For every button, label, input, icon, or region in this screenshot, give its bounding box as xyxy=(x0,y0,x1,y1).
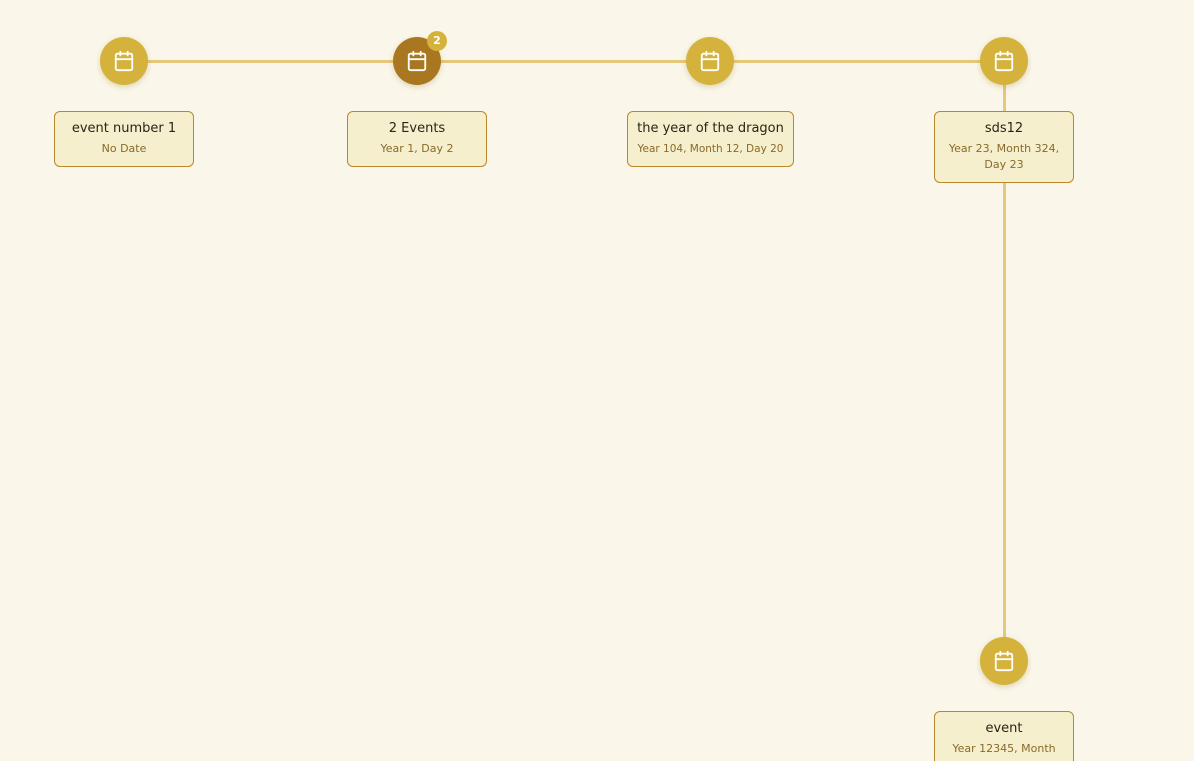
event-date: No Date xyxy=(101,142,147,155)
event-title: 2 Events xyxy=(388,121,446,136)
event-node[interactable] xyxy=(686,37,734,85)
event-date: Year 12345, Month xyxy=(952,742,1056,755)
event-node[interactable] xyxy=(100,37,148,85)
timeline-connector xyxy=(417,59,710,63)
event-node[interactable] xyxy=(980,637,1028,685)
event-count-badge: 2 xyxy=(427,31,447,51)
event-node[interactable] xyxy=(980,37,1028,85)
event-group-node[interactable]: 2 xyxy=(393,31,447,85)
event-card[interactable]: event number 1 No Date xyxy=(54,111,194,167)
calendar-icon xyxy=(994,50,1014,72)
event-title: sds12 xyxy=(984,121,1024,136)
event-card[interactable]: sds12 Year 23, Month 324, Day 23 xyxy=(934,111,1074,183)
calendar-icon xyxy=(700,50,720,72)
event-card[interactable]: 2 Events Year 1, Day 2 xyxy=(347,111,487,167)
event-date: Year 1, Day 2 xyxy=(380,142,454,155)
calendar-icon xyxy=(114,50,134,72)
calendar-icon xyxy=(407,50,427,72)
event-card[interactable]: event Year 12345, Month xyxy=(934,711,1074,761)
event-title: event number 1 xyxy=(71,121,177,136)
event-date: Year 23, Month 324, Day 23 xyxy=(948,142,1060,171)
event-date: Year 104, Month 12, Day 20 xyxy=(637,143,784,155)
event-card[interactable]: the year of the dragon Year 104, Month 1… xyxy=(627,111,794,167)
calendar-icon xyxy=(994,650,1014,672)
event-title: event xyxy=(985,721,1023,736)
timeline-connector-vertical xyxy=(1002,61,1006,661)
timeline-connector xyxy=(710,59,1004,63)
event-title: the year of the dragon xyxy=(637,121,784,136)
timeline-connector xyxy=(124,59,417,63)
